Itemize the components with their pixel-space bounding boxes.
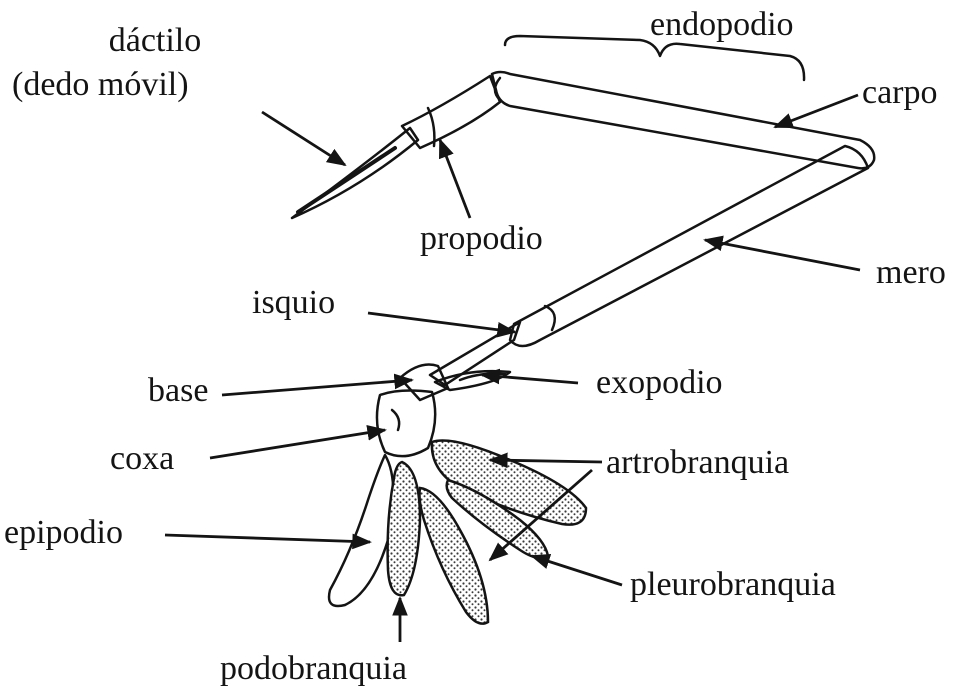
podobranchia-gill: [388, 462, 420, 595]
leader-artro-1: [490, 460, 602, 462]
label-base: base: [148, 374, 208, 408]
epipodite-segment: [329, 455, 393, 606]
label-pleurobranquia: pleurobranquia: [630, 568, 836, 602]
label-coxa: coxa: [110, 442, 174, 476]
coxa-segment: [377, 391, 435, 457]
label-propodio: propodio: [420, 222, 543, 256]
leader-carpo: [775, 95, 858, 127]
label-exopodio: exopodio: [596, 366, 723, 400]
leader-coxa: [210, 430, 385, 458]
label-epipodio: epipodio: [4, 516, 123, 550]
leader-pleuro: [532, 556, 622, 585]
label-carpo: carpo: [862, 76, 938, 110]
label-endopodio: endopodio: [650, 8, 794, 42]
leader-mero: [705, 240, 860, 270]
leader-dactilo: [262, 112, 345, 165]
merus-segment: [510, 146, 868, 346]
carpus-segment: [492, 72, 874, 168]
label-mero: mero: [876, 256, 946, 290]
label-dedo-movil: (dedo móvil): [12, 68, 189, 102]
label-artrobranquia: artrobranquia: [606, 446, 789, 480]
label-isquio: isquio: [252, 286, 335, 320]
leader-propodio: [440, 140, 470, 218]
leader-epipodio: [165, 535, 370, 542]
label-podobranquia: podobranquia: [220, 652, 407, 686]
label-dactilo: dáctilo: [80, 24, 230, 58]
leader-isquio: [368, 313, 515, 332]
